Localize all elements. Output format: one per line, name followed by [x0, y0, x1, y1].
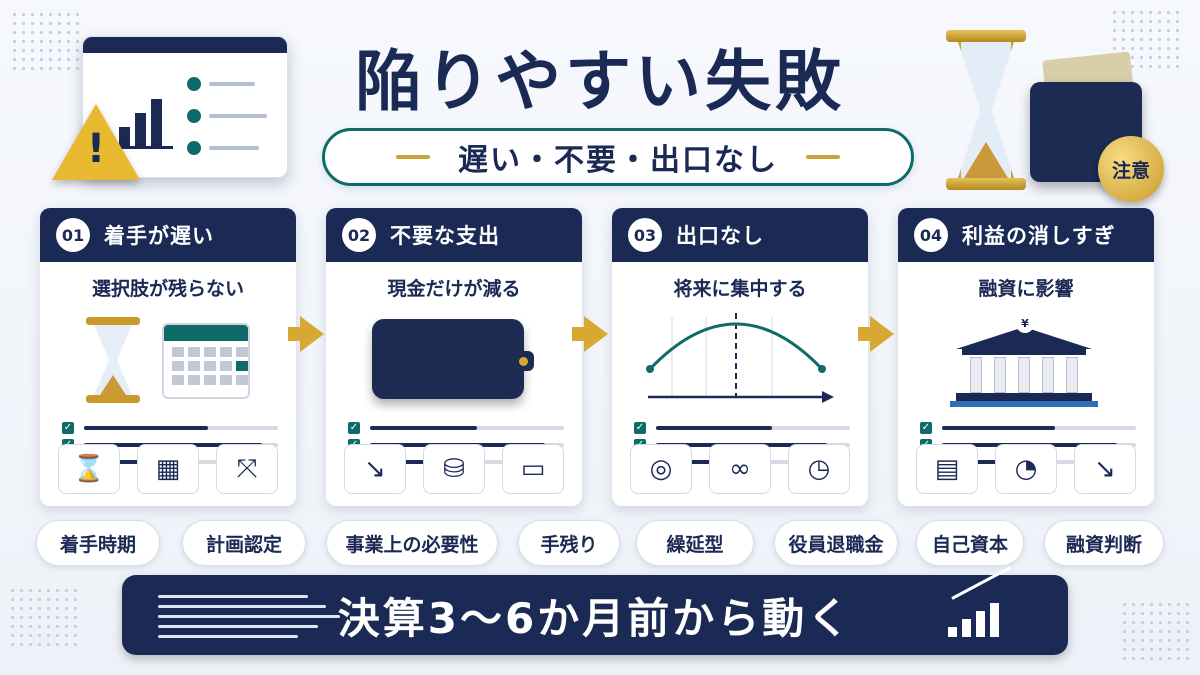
card-title: 着手が遅い: [104, 224, 214, 248]
progress-line: [84, 425, 278, 430]
document-icon: ▤: [916, 444, 978, 494]
step-number: 03: [628, 218, 662, 252]
card-subtitle: 融資に影響: [978, 278, 1074, 300]
checkbox-icon: ✓: [920, 421, 932, 434]
speed-line: [158, 615, 340, 618]
down-trend-chart-icon: ↘: [1074, 444, 1136, 494]
card-header: 01 着手が遅い: [40, 208, 296, 262]
card-header: 04 利益の消しすぎ: [898, 208, 1154, 262]
hourglass-icon: [86, 317, 140, 403]
decor-dots: [8, 586, 78, 646]
progress-line: [656, 425, 850, 430]
card-title: 出口なし: [676, 224, 764, 248]
step-number: 02: [342, 218, 376, 252]
card-illustration: [612, 309, 868, 413]
next-arrow-icon: [584, 316, 608, 352]
card-illustration: [326, 309, 582, 413]
card-subtitle: 現金だけが減る: [387, 278, 521, 300]
card-title: 不要な支出: [390, 224, 500, 248]
next-arrow-icon: [300, 316, 324, 352]
arrow-tail: [288, 327, 302, 341]
future-peak-chart: [646, 313, 834, 403]
speed-line: [158, 595, 308, 598]
checklist-row: ✓: [920, 419, 1136, 436]
progress-line: [370, 425, 564, 430]
step-card: 01 着手が遅い 選択肢が残らない ✓ ✓: [40, 208, 296, 506]
clock-icon: ◷: [788, 444, 850, 494]
checkbox-icon: ✓: [62, 421, 74, 434]
step-number: 01: [56, 218, 90, 252]
decor-dash: [396, 155, 430, 159]
card-illustration: [40, 309, 296, 413]
subtitle-pill: 遅い・不要・出口なし: [322, 128, 914, 186]
step-card: 02 不要な支出 現金だけが減る ✓ ✓ ✓: [326, 208, 582, 506]
pie-chart-icon: ◔: [995, 444, 1057, 494]
arrow-tail: [572, 327, 586, 341]
wallet-icon: ▭: [502, 444, 564, 494]
decor-dash: [806, 155, 840, 159]
card-subtitle: 選択肢が残らない: [91, 278, 244, 300]
keyword-tag: 繰延型: [636, 520, 754, 566]
head-target-icon: ◎: [630, 444, 692, 494]
keyword-tags: 着手時期計画認定事業上の必要性手残り繰延型役員退職金自己資本融資判断: [36, 520, 1164, 568]
caution-badge: 注意: [1098, 136, 1164, 202]
card-header: 02 不要な支出: [326, 208, 582, 262]
speed-line: [158, 625, 318, 628]
keyword-tag: 自己資本: [916, 520, 1024, 566]
warning-icon: [52, 104, 140, 180]
subtitle-text: 遅い・不要・出口なし: [458, 143, 778, 178]
calendar-icon: ▦: [137, 444, 199, 494]
rising-bars-icon: [948, 566, 1018, 637]
step-card: 04 利益の消しすぎ 融資に影響 ¥ ✓ ✓ ✓: [898, 208, 1154, 506]
decor-dots: [10, 10, 80, 70]
calendar-icon: [162, 323, 250, 399]
fork-arrows-icon: ⤧: [216, 444, 278, 494]
bank-icon: ¥: [950, 313, 1098, 409]
speed-line: [158, 605, 326, 608]
step-number: 04: [914, 218, 948, 252]
keyword-tag: 計画認定: [182, 520, 306, 566]
hourglass-illustration: [946, 30, 1026, 190]
card-icons: ◎ ∞ ◷: [630, 444, 850, 494]
keyword-tag: 役員退職金: [774, 520, 898, 566]
keyword-tag: 事業上の必要性: [326, 520, 498, 566]
binoculars-icon: ∞: [709, 444, 771, 494]
card-icons: ⌛ ▦ ⤧: [58, 444, 278, 494]
checklist-row: ✓: [348, 419, 564, 436]
hourglass-icon: ⌛: [58, 444, 120, 494]
arrow-tail: [858, 327, 872, 341]
keyword-tag: 手残り: [518, 520, 620, 566]
card-illustration: ¥: [898, 309, 1154, 413]
coins-down-icon: ⛁: [423, 444, 485, 494]
page-title: 陥りやすい失敗: [355, 43, 845, 120]
keyword-tag: 着手時期: [36, 520, 160, 566]
warning-mark: !: [86, 126, 106, 172]
action-banner: 決算3〜6か月前から動く: [122, 566, 1068, 655]
step-card: 03 出口なし 将来に集中する ✓ ✓: [612, 208, 868, 506]
checklist-row: ✓: [634, 419, 850, 436]
checkbox-icon: ✓: [348, 421, 360, 434]
down-trend-chart-icon: ↘: [344, 444, 406, 494]
checkbox-icon: ✓: [634, 421, 646, 434]
banner-text: 決算3〜6か月前から動く: [337, 593, 853, 643]
checklist-row: ✓: [62, 419, 278, 436]
card-header: 03 出口なし: [612, 208, 868, 262]
card-subtitle: 将来に集中する: [673, 278, 807, 300]
card-title: 利益の消しすぎ: [962, 224, 1116, 248]
card-icons: ↘ ⛁ ▭: [344, 444, 564, 494]
next-arrow-icon: [870, 316, 894, 352]
decor-dots: [1120, 600, 1190, 660]
speed-line: [158, 635, 298, 638]
keyword-tag: 融資判断: [1044, 520, 1164, 566]
card-icons: ▤ ◔ ↘: [916, 444, 1136, 494]
empty-wallet-icon: [372, 319, 534, 399]
progress-line: [942, 425, 1136, 430]
